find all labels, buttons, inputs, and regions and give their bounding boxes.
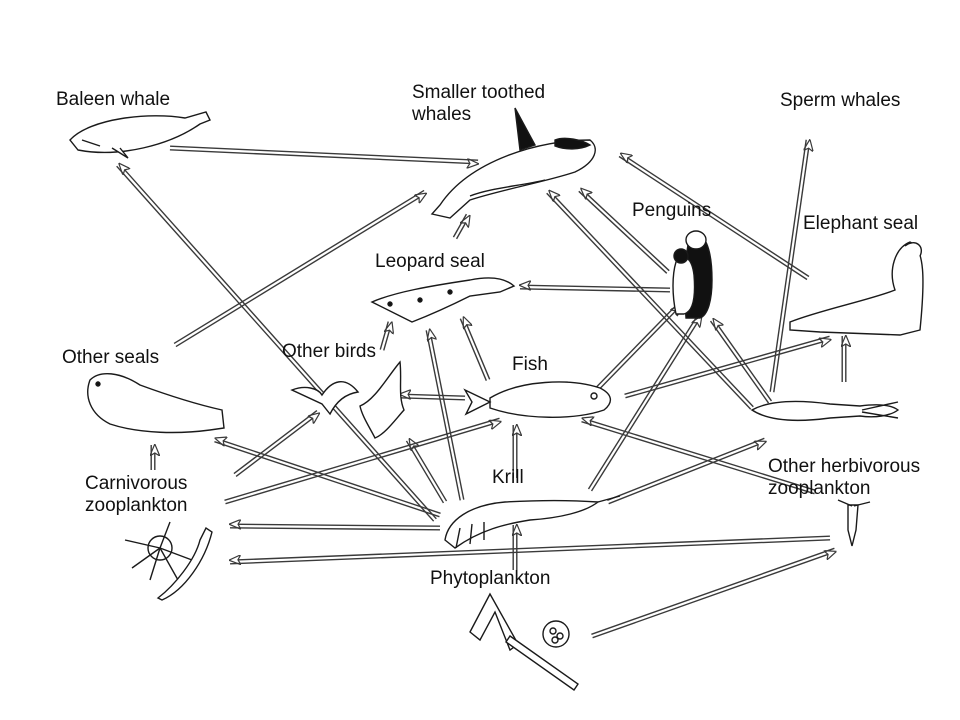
arrow-krill-to-baleen <box>116 164 437 522</box>
arrow-phyto-to-carnzoo <box>230 535 831 564</box>
label-elephant-seal: Elephant seal <box>803 213 919 234</box>
arrow-carnzoo-to-fish <box>224 417 500 505</box>
label-baleen-whale: Baleen whale <box>56 89 171 110</box>
arrow-fish-to-elephant <box>624 335 831 399</box>
arrow-krill-to-penguins <box>587 313 701 492</box>
arrow-carnzoo-to-otherbirds <box>233 410 319 477</box>
label-sperm-whales: Sperm whales <box>780 90 901 111</box>
arrow-phyto-to-krill <box>513 525 517 570</box>
label-phytoplankton: Phytoplankton <box>430 568 551 589</box>
phytoplankton-illustration <box>469 592 579 691</box>
arrow-otherbirds-to-leopard <box>379 322 391 351</box>
toothed-whale-illustration <box>430 107 596 219</box>
leopard-seal-illustration <box>370 277 516 323</box>
krill-illustration <box>444 495 621 549</box>
arrow-krill-to-carnzoo <box>230 524 441 531</box>
arrow-krill-to-otherseals <box>214 438 441 518</box>
label-other-seals: Other seals <box>62 347 160 368</box>
arrow-herbzoo-to-fish <box>581 418 816 495</box>
arrow-layer <box>116 140 846 639</box>
herbivorous-zooplankton-illustration <box>837 499 871 547</box>
label-carnivorous-zooplankton: Carnivorous zooplankton <box>85 473 188 516</box>
arrow-penguins-to-leopard <box>520 285 671 293</box>
squid-illustration <box>750 400 900 422</box>
arrow-herbzoo-to-elephant <box>842 336 846 382</box>
label-krill: Krill <box>492 467 524 488</box>
arrow-leopard-to-toothed <box>452 214 469 240</box>
arrow-phyto-to-herbzoo <box>591 547 835 639</box>
elephant-seal-illustration <box>789 241 924 336</box>
arrow-krill-to-leopard <box>425 330 465 501</box>
label-smaller-toothed-whales: Smaller toothed whales <box>412 82 546 125</box>
arrow-krill-to-herbzoo <box>607 437 765 505</box>
label-fish: Fish <box>512 354 548 375</box>
label-leopard-seal: Leopard seal <box>375 251 485 272</box>
arrow-otherseals-to-toothed <box>173 189 426 348</box>
arrow-fish-to-leopard <box>459 317 491 381</box>
other-seal-illustration <box>87 373 225 434</box>
label-other-birds: Other birds <box>282 341 376 362</box>
arrow-fish-to-otherbirds <box>400 394 466 401</box>
arrow-carnzoo-to-otherseals <box>151 445 155 470</box>
label-other-herbivorous-zooplankton: Other herbivorous zooplankton <box>768 456 921 499</box>
baleen-whale-illustration <box>69 111 211 159</box>
fish-illustration <box>463 381 611 418</box>
arrow-elephant-to-toothed <box>618 153 810 281</box>
label-penguins: Penguins <box>632 200 712 221</box>
arrow-krill-to-fish <box>513 425 517 478</box>
arrow-fish-to-penguins <box>596 302 682 390</box>
carnivorous-zooplankton-illustration <box>124 521 213 601</box>
other-birds-illustration <box>290 360 405 439</box>
arrow-penguins-to-toothed <box>578 189 670 274</box>
arrow-baleen-to-toothed <box>169 145 478 164</box>
arrow-krill-to-otherbirds <box>405 439 448 504</box>
penguins-illustration <box>672 230 713 319</box>
